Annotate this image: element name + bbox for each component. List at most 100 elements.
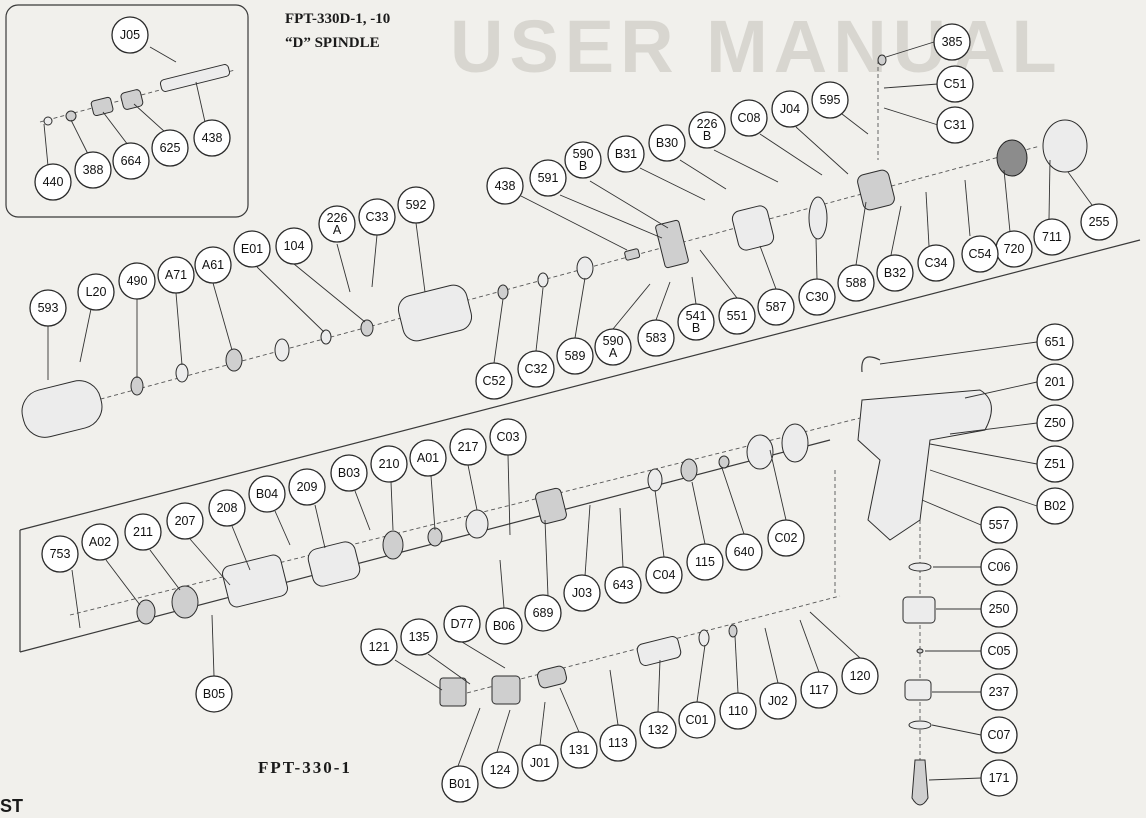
callout-label: C02 [775, 531, 798, 545]
leader-line [855, 201, 867, 266]
callout-circle [41, 535, 79, 573]
d-spindle-inset-frame [5, 4, 249, 218]
leader-line [493, 298, 504, 364]
callout-circle [1036, 487, 1074, 525]
leader-line [759, 133, 823, 176]
part-callout: 720 [995, 230, 1033, 268]
callout-circle [980, 673, 1018, 711]
callout-label: B31 [615, 147, 637, 161]
callout-circle [730, 99, 768, 137]
callout-label: B04 [256, 487, 278, 501]
leader-line [795, 126, 849, 175]
callout-label: C34 [925, 256, 948, 270]
callout-label: 593 [38, 301, 59, 315]
part-callout: 557 [980, 506, 1018, 544]
callout-circle [980, 548, 1018, 586]
callout-label: 551 [727, 309, 748, 323]
part-callout: 211 [124, 513, 162, 551]
callout-label: C06 [988, 560, 1011, 574]
part-callout: 440 [34, 163, 72, 201]
part-callout: 110 [719, 692, 757, 730]
part-callout: B32 [876, 254, 914, 292]
leader-line [105, 559, 141, 606]
part-callout: B31 [607, 135, 645, 173]
callout-circle [841, 657, 879, 695]
leader-line [175, 292, 183, 366]
part-callout: 117 [800, 671, 838, 709]
callout-circle [195, 675, 233, 713]
callout-circle [124, 513, 162, 551]
callout-circle [318, 205, 356, 243]
callout-circle [718, 297, 756, 335]
callout-label: 438 [202, 131, 223, 145]
callout-circle [397, 186, 435, 224]
leader-line [467, 464, 478, 511]
part-callout: C03 [489, 418, 527, 456]
leader-line [461, 641, 506, 669]
callout-circle [517, 350, 555, 388]
callout-circle [208, 489, 246, 527]
callout-label: 226 [327, 211, 348, 225]
part-callout: 209 [288, 468, 326, 506]
callout-label: 583 [646, 331, 667, 345]
callout-label: C04 [653, 568, 676, 582]
callout-label: C33 [366, 210, 389, 224]
leader-line [815, 237, 818, 280]
callout-label: 255 [1089, 215, 1110, 229]
leader-line [1048, 159, 1051, 220]
callout-circle [688, 111, 726, 149]
callout-circle [157, 256, 195, 294]
part-callout: 104 [275, 227, 313, 265]
callout-circle [607, 135, 645, 173]
callout-label: Z50 [1044, 416, 1066, 430]
leader-line [654, 489, 665, 558]
callout-label: 110 [728, 704, 748, 718]
leader-line [415, 222, 426, 293]
callout-label: B02 [1044, 499, 1066, 513]
leader-line [799, 619, 820, 673]
part-callout: 593 [29, 289, 67, 327]
callout-label: 226 [697, 117, 718, 131]
callout-label: B03 [338, 466, 360, 480]
callout-label: L20 [86, 285, 107, 299]
callout-circle [936, 106, 974, 144]
callout-circle [980, 632, 1018, 670]
callout-circle [118, 262, 156, 300]
leader-line [149, 549, 181, 591]
leader-line [925, 191, 930, 247]
callout-label: 208 [217, 501, 238, 515]
leader-line [809, 611, 861, 659]
callout-label: C08 [738, 111, 761, 125]
leader-line [928, 777, 982, 781]
part-callout: 124 [481, 751, 519, 789]
leader-line [619, 507, 624, 568]
callout-circle [599, 724, 637, 762]
part-callout: 595 [811, 81, 849, 119]
part-callout: L20 [77, 273, 115, 311]
callout-circle [1036, 323, 1074, 361]
leader-line [189, 538, 231, 586]
callout-label: 438 [495, 179, 516, 193]
leader-line [929, 443, 1038, 465]
callout-label: 590 [603, 334, 624, 348]
leader-line [883, 83, 939, 89]
part-callout: 210 [370, 445, 408, 483]
part-callout: C52 [475, 362, 513, 400]
part-callout: C07 [980, 716, 1018, 754]
callout-circle [594, 328, 632, 366]
leader-line [931, 724, 982, 736]
callout-label: C07 [988, 728, 1011, 742]
part-callout: B05 [195, 675, 233, 713]
leader-line [609, 669, 619, 726]
callout-circle [719, 692, 757, 730]
callout-circle [677, 303, 715, 341]
leader-line [314, 504, 326, 549]
part-callout: 551 [718, 297, 756, 335]
callout-circle [917, 244, 955, 282]
leader-line [964, 381, 1038, 399]
callout-label: 250 [989, 602, 1010, 616]
model-label: FPT-330-1 [258, 758, 352, 777]
leader-line [231, 525, 251, 571]
part-callout: Z51 [1036, 445, 1074, 483]
